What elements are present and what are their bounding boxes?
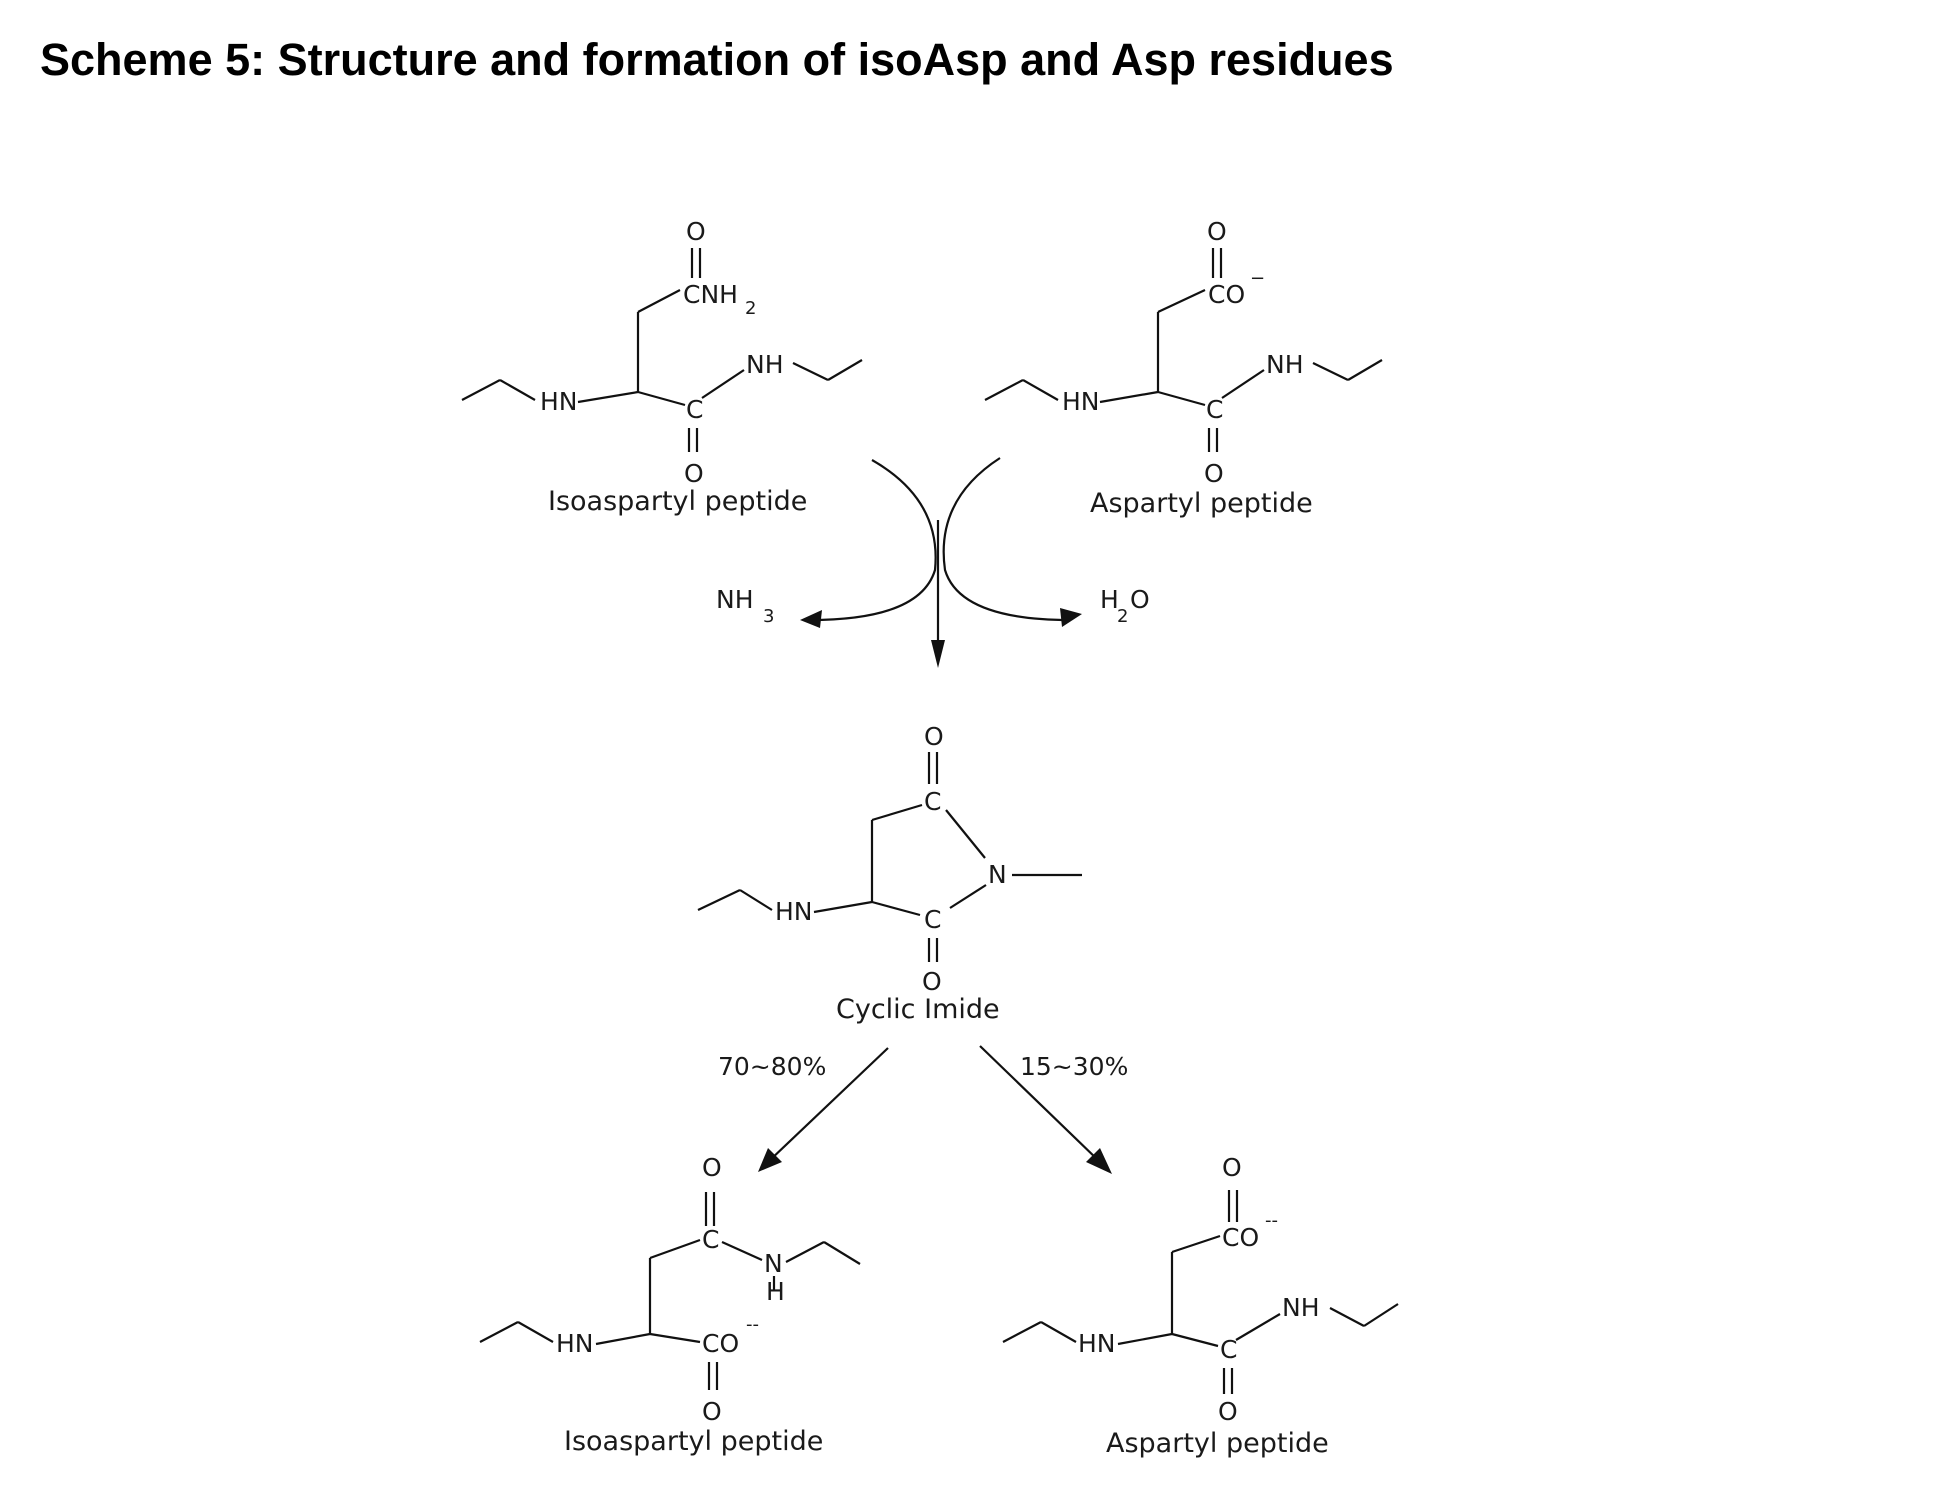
atom-c: C: [686, 395, 703, 424]
bond: [702, 370, 744, 398]
atom-n: N: [988, 860, 1007, 889]
bond: [1172, 1236, 1220, 1252]
bond: [698, 890, 740, 910]
isoaspartyl-label-top: Isoaspartyl peptide: [548, 486, 807, 517]
divergent-arrows: 70~80% 15~30%: [718, 1046, 1128, 1174]
atom-hn: HN: [1062, 387, 1100, 416]
aspartyl-peptide-top: HN CO − O C NH O Aspartyl peptide: [985, 217, 1382, 519]
atom-c: C: [924, 905, 941, 934]
charge: --: [746, 1314, 759, 1335]
aspartyl-peptide-bottom: HN CO -- O C NH O Aspartyl peptide: [1003, 1153, 1398, 1459]
arc-left: [810, 460, 936, 620]
bond: [596, 1334, 650, 1344]
byproduct-h-sub: 2: [1117, 606, 1128, 627]
arc-right: [944, 458, 1070, 620]
bond: [578, 392, 638, 402]
atom-hn: HN: [540, 387, 578, 416]
bond: [740, 890, 772, 910]
atom-nh: NH: [1266, 350, 1304, 379]
bond: [1158, 290, 1205, 312]
atom-hn: HN: [556, 1329, 594, 1358]
atom-hn: HN: [775, 897, 813, 926]
atom-o: O: [686, 217, 706, 246]
atom-cnh: CNH: [683, 280, 738, 309]
atom-o: O: [702, 1397, 722, 1426]
atom-sub-2: 2: [745, 298, 756, 319]
bond: [872, 902, 920, 915]
byproduct-o: O: [1130, 585, 1150, 614]
bond: [462, 380, 500, 400]
arrowhead: [931, 640, 945, 668]
isoaspartyl-peptide-bottom: HN C O N H CO -- O Isoaspartyl peptide: [480, 1153, 860, 1457]
isoaspartyl-peptide-top: HN CNH 2 O C NH O Isoaspartyl peptide: [462, 217, 862, 517]
atom-hn: HN: [1078, 1329, 1116, 1358]
atom-o: O: [1207, 217, 1227, 246]
atom-c: C: [1206, 395, 1223, 424]
bond: [650, 1334, 700, 1342]
bond: [1041, 1322, 1076, 1342]
atom-n: N: [764, 1249, 783, 1278]
bond: [1364, 1304, 1398, 1326]
atom-c: C: [1220, 1335, 1237, 1364]
atom-o: O: [684, 459, 704, 488]
bond: [518, 1322, 553, 1342]
bond: [946, 810, 985, 858]
bond: [828, 360, 862, 380]
isoaspartyl-label-bottom: Isoaspartyl peptide: [564, 1426, 823, 1457]
bond: [1003, 1322, 1041, 1342]
percent-aspartyl: 15~30%: [1020, 1052, 1128, 1081]
charge: −: [1250, 268, 1265, 289]
atom-o: O: [1222, 1153, 1242, 1182]
atom-o: O: [1204, 459, 1224, 488]
bond: [824, 1242, 860, 1264]
bond: [1023, 380, 1058, 400]
bond: [1313, 363, 1348, 380]
bond: [950, 885, 986, 908]
bond: [500, 380, 535, 400]
byproduct-nh-sub: 3: [763, 606, 774, 627]
bond: [1330, 1308, 1364, 1326]
atom-h: H: [766, 1277, 785, 1306]
bond: [985, 380, 1023, 400]
bond: [1118, 1334, 1172, 1344]
bond: [1158, 392, 1205, 405]
arrowhead: [1060, 608, 1082, 627]
atom-nh: NH: [746, 350, 784, 379]
bond: [638, 392, 685, 405]
aspartyl-label-top: Aspartyl peptide: [1090, 488, 1313, 519]
aspartyl-label-bottom: Aspartyl peptide: [1106, 1428, 1329, 1459]
atom-nh: NH: [1282, 1293, 1320, 1322]
atom-o: O: [922, 967, 942, 996]
bond: [1222, 370, 1264, 398]
bond: [480, 1322, 518, 1342]
bond: [872, 805, 922, 820]
bond: [650, 1240, 700, 1258]
bond: [1100, 392, 1158, 402]
atom-co: CO: [702, 1329, 739, 1358]
bond: [722, 1242, 762, 1260]
atom-o: O: [702, 1153, 722, 1182]
charge: --: [1265, 1210, 1278, 1231]
byproduct-h: H: [1100, 585, 1119, 614]
cyclic-imide-label: Cyclic Imide: [836, 994, 1000, 1025]
bond: [793, 363, 828, 380]
byproduct-nh: NH: [716, 585, 754, 614]
bond: [786, 1242, 824, 1262]
atom-c: C: [702, 1225, 719, 1254]
bond: [638, 290, 680, 312]
cyclic-imide: HN C O N C O Cyclic Imide: [698, 722, 1082, 1025]
bond: [814, 902, 872, 912]
atom-o: O: [1218, 1397, 1238, 1426]
percent-isoaspartyl: 70~80%: [718, 1052, 826, 1081]
atom-co: CO: [1208, 280, 1245, 309]
atom-co: CO: [1222, 1223, 1259, 1252]
atom-o: O: [924, 722, 944, 751]
bond: [1236, 1314, 1280, 1340]
arrowhead: [800, 610, 822, 628]
atom-c: C: [924, 787, 941, 816]
bond: [1172, 1334, 1218, 1346]
bond: [1348, 360, 1382, 380]
